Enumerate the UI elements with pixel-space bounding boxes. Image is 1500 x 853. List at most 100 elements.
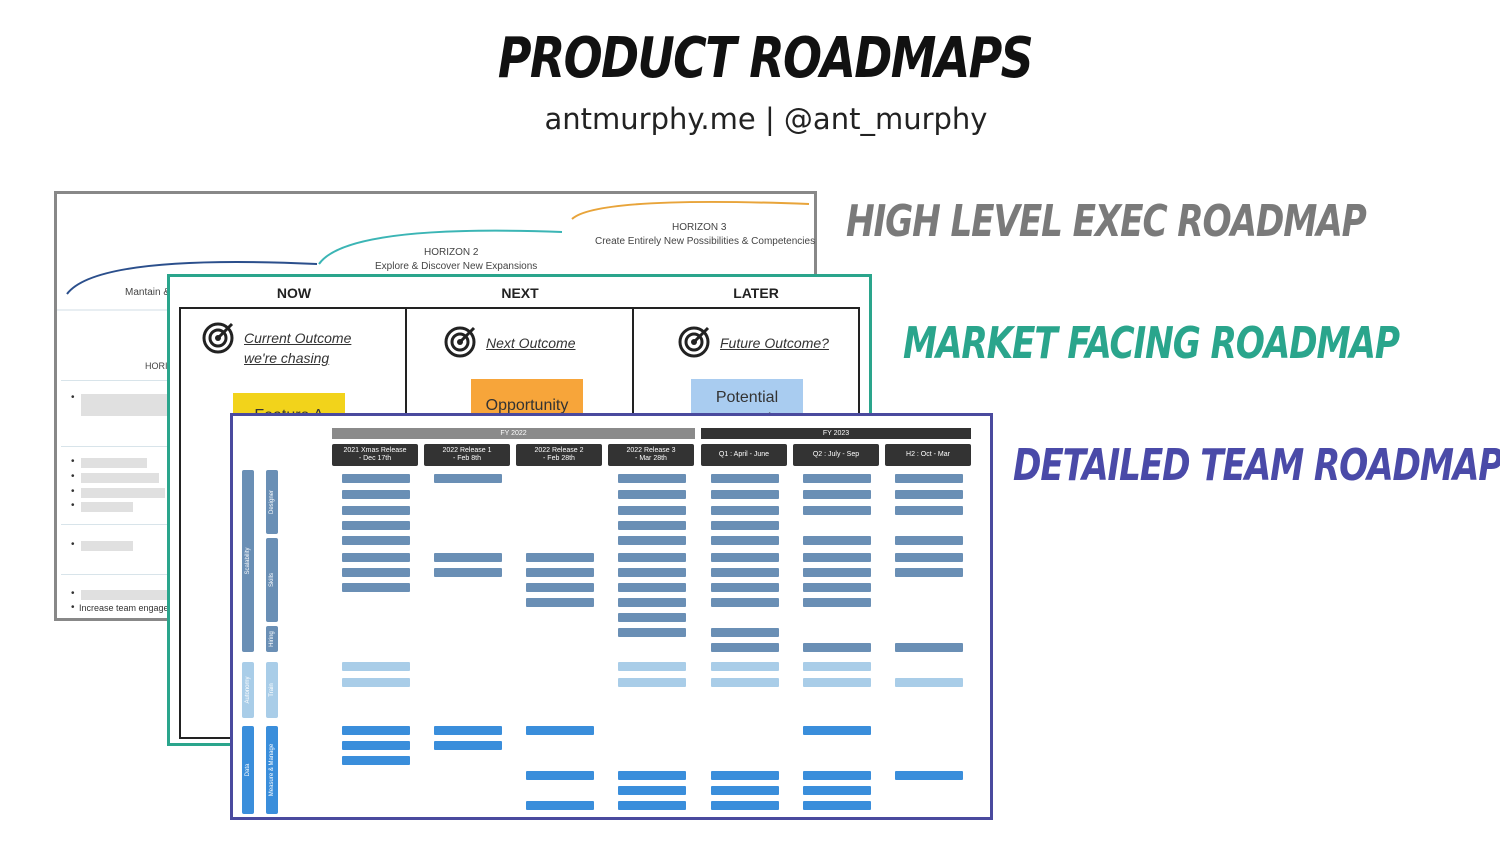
exec-roadmap-label: HIGH LEVEL EXEC ROADMAP [846, 196, 1367, 247]
task-card [803, 643, 871, 652]
task-card [711, 628, 779, 637]
task-card [803, 553, 871, 562]
release-header: 2022 Release 2- Feb 28th [516, 444, 602, 466]
task-card [895, 490, 963, 499]
task-card [618, 678, 686, 687]
task-card [711, 598, 779, 607]
redacted-bar [81, 394, 169, 416]
divider [61, 446, 171, 447]
divider [61, 380, 171, 381]
task-card [342, 583, 410, 592]
task-card [618, 628, 686, 637]
task-card [526, 771, 594, 780]
fy2023-bar: FY 2023 [701, 428, 971, 439]
team-roadmap-label: DETAILED TEAM ROADMAP [1013, 440, 1500, 491]
task-card [711, 553, 779, 562]
horizon-row-label: HORIZ [145, 361, 173, 371]
task-card [618, 490, 686, 499]
sticky-opportunity: Opportunity [471, 379, 583, 419]
task-card [342, 568, 410, 577]
fy2022-bar: FY 2022 [332, 428, 695, 439]
horizon3-title: HORIZON 3 [672, 222, 727, 233]
task-card [342, 521, 410, 530]
release-header: Q2 : July - Sep [793, 444, 879, 466]
column-next: NEXT [501, 285, 539, 301]
side-category: Data [242, 726, 254, 814]
redacted-bar [81, 473, 159, 483]
side-subcategory: Train [266, 662, 278, 718]
task-card [342, 678, 410, 687]
task-card [618, 474, 686, 483]
bullet-text: Increase team engageme [79, 603, 182, 613]
task-card [895, 536, 963, 545]
redacted-bar [81, 488, 165, 498]
task-card [711, 583, 779, 592]
task-card [434, 553, 502, 562]
task-card [434, 568, 502, 577]
page-title: PRODUCT ROADMAPS [497, 26, 1034, 91]
task-card [895, 506, 963, 515]
task-card [526, 553, 594, 562]
release-header: H2 : Oct - Mar [885, 444, 971, 466]
task-card [803, 536, 871, 545]
bullet-dot: • [71, 471, 75, 482]
target-icon [202, 322, 234, 354]
task-card [711, 490, 779, 499]
task-card [526, 598, 594, 607]
task-card [526, 726, 594, 735]
task-card [618, 536, 686, 545]
side-subcategory: Skills [266, 538, 278, 622]
task-card [711, 662, 779, 671]
task-card [342, 662, 410, 671]
horizon2-desc: Explore & Discover New Expansions [375, 261, 538, 272]
task-card [711, 678, 779, 687]
bullet-dot: • [71, 539, 75, 550]
task-card [618, 613, 686, 622]
bullet-dot: • [71, 500, 75, 511]
task-card [434, 474, 502, 483]
task-card [434, 726, 502, 735]
horizon2-title: HORIZON 2 [424, 247, 479, 258]
task-card [803, 474, 871, 483]
task-card [618, 506, 686, 515]
task-card [711, 643, 779, 652]
later-outcome: Future Outcome? [720, 335, 829, 351]
task-card [526, 568, 594, 577]
bullet-dot: • [71, 456, 75, 467]
task-card [895, 643, 963, 652]
task-card [895, 771, 963, 780]
horizon3-desc: Create Entirely New Possibilities & Comp… [595, 236, 816, 247]
task-card [711, 568, 779, 577]
task-card [618, 771, 686, 780]
release-header: 2021 Xmas Release- Dec 17th [332, 444, 418, 466]
task-card [434, 741, 502, 750]
redacted-bar [81, 541, 133, 551]
task-card [711, 474, 779, 483]
task-card [803, 598, 871, 607]
task-card [342, 726, 410, 735]
divider [61, 574, 171, 575]
task-card [895, 678, 963, 687]
task-card [342, 506, 410, 515]
task-card [342, 553, 410, 562]
page-subtitle: antmurphy.me | @ant_murphy [544, 102, 988, 136]
market-roadmap-label: MARKET FACING ROADMAP [903, 318, 1400, 369]
task-card [803, 786, 871, 795]
task-card [803, 801, 871, 810]
side-subcategory: Designer [266, 470, 278, 534]
release-header: 2022 Release 1- Feb 8th [424, 444, 510, 466]
task-card [526, 583, 594, 592]
task-card [711, 801, 779, 810]
horizon-curves [57, 200, 810, 311]
task-card [618, 583, 686, 592]
task-card [895, 568, 963, 577]
column-now: NOW [276, 285, 312, 301]
redacted-bar [81, 590, 169, 600]
task-card [803, 662, 871, 671]
now-outcome-line1: Current Outcome [244, 330, 352, 346]
bullet-dot: • [71, 486, 75, 497]
task-card [711, 771, 779, 780]
task-card [618, 662, 686, 671]
release-header: 2022 Release 3- Mar 28th [608, 444, 694, 466]
task-card [895, 553, 963, 562]
